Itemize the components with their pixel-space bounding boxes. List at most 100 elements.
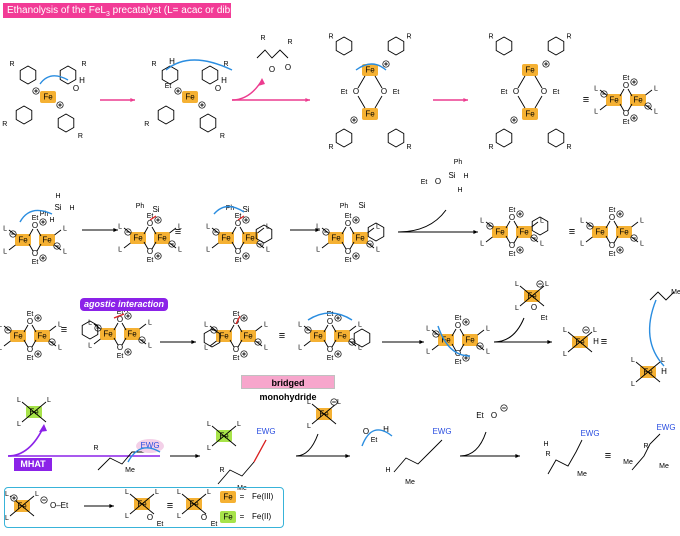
new-bond — [253, 439, 267, 463]
ligand-bond — [599, 89, 607, 96]
substituent-label: R — [488, 144, 493, 151]
ethyl-label: Et — [345, 257, 352, 264]
iron-label: Fe — [157, 234, 167, 243]
ligand-bond — [129, 503, 143, 515]
acac-ring — [387, 36, 405, 56]
ligand-bond — [49, 325, 57, 332]
ligand-bond — [599, 104, 607, 111]
bridging-oxygen: O — [32, 221, 38, 230]
bond — [613, 220, 619, 229]
ligand-label: L — [640, 217, 644, 224]
branch-arrow — [295, 433, 319, 457]
ligand-bond — [255, 340, 263, 347]
ethanol-hydrogen: H — [221, 76, 227, 85]
ligand-bond — [169, 227, 177, 234]
ethoxide-oxygen: O — [147, 513, 153, 522]
silicon-label: Si — [54, 203, 61, 212]
ligand-label: L — [47, 397, 51, 404]
ligand-label: L — [661, 357, 665, 364]
equivalence-sign: ≡ — [569, 226, 575, 238]
substituent-label: R — [93, 445, 98, 452]
ligand-bond — [323, 413, 337, 425]
ligand-label: L — [545, 281, 549, 288]
ligand-label: L — [264, 344, 268, 351]
hydride-label: H — [385, 467, 390, 474]
ligand-label: L — [358, 321, 362, 328]
diketone-chain — [256, 49, 289, 59]
ligand-label: L — [580, 240, 584, 247]
ligand-bond — [8, 229, 16, 236]
ethanol-oxygen: O — [215, 84, 221, 93]
ethoxide-oxygen: O — [491, 411, 497, 420]
ligand-label: L — [204, 321, 208, 328]
ethyl-label: Et — [27, 355, 34, 362]
legend-fe-iii-label: Fe(III) — [252, 492, 274, 501]
arrow-head — [473, 230, 478, 234]
ethyl-label: Et — [211, 521, 218, 528]
ligand-bond — [321, 227, 329, 234]
bond — [237, 339, 243, 348]
legend-fe-ii-swatch — [220, 511, 236, 523]
branch-arrow — [493, 317, 525, 343]
iron-center-right — [334, 330, 350, 342]
iron-label: Fe — [133, 234, 143, 243]
ewg-label: EWG — [432, 427, 451, 436]
silicon-label: Si — [152, 205, 159, 214]
proton-label: H — [169, 57, 175, 66]
ligand-bond — [567, 341, 581, 353]
ligand-bond — [303, 325, 311, 332]
iron-label: Fe — [495, 228, 505, 237]
legend-fe-ii-label: Fe(II) — [252, 512, 271, 521]
hydrogenated-product — [547, 439, 583, 475]
ewg-label: EWG — [140, 441, 159, 450]
arrow-head — [39, 424, 47, 432]
iron-label: Fe — [595, 228, 605, 237]
iron-center-right — [34, 330, 50, 342]
ethoxide-complex — [182, 91, 198, 103]
iron-label: Fe — [609, 96, 619, 105]
ligand-bond — [631, 221, 639, 228]
bond — [229, 339, 235, 348]
iron-label: Fe — [441, 336, 451, 345]
phenyl-label: Ph — [454, 159, 463, 166]
ligand-bond — [257, 227, 265, 234]
bond — [505, 220, 511, 229]
phenyl-label: Ph — [226, 205, 235, 212]
bridging-oxygen: O — [609, 241, 615, 250]
ligand-label: L — [264, 321, 268, 328]
arrow-head — [258, 78, 265, 86]
ethyl-label: Et — [345, 213, 352, 220]
ligand-label: L — [148, 319, 152, 326]
agostic-bond — [237, 215, 245, 221]
iron-label: Fe — [355, 234, 365, 243]
ligand-label: L — [631, 357, 635, 364]
ligand-label: L — [178, 246, 182, 253]
bridging-oxygen: O — [233, 317, 239, 326]
substituent-label: R — [81, 61, 86, 68]
ligand-bond — [141, 503, 155, 515]
ligand-label: L — [594, 108, 598, 115]
ligand-label: L — [480, 240, 484, 247]
skeletal-product — [631, 433, 661, 471]
ligand-bond — [585, 221, 593, 228]
ewg-label: EWG — [656, 423, 675, 432]
ligand-label: L — [125, 513, 129, 520]
ethoxide-label: O–Et — [50, 501, 69, 510]
ewg-label: EWG — [256, 427, 275, 436]
ligand-bond — [9, 505, 23, 517]
acac-ring — [157, 105, 175, 125]
ligand-label: L — [515, 281, 519, 288]
iron-label: Fe — [42, 236, 52, 245]
bond — [331, 324, 337, 333]
bond — [28, 243, 34, 252]
ligand-bond — [21, 495, 35, 507]
bridging-oxygen: O — [509, 241, 515, 250]
equivalence-sign: ≡ — [583, 94, 589, 106]
alkene-substrate — [97, 451, 146, 471]
ligand-label: L — [177, 513, 181, 520]
silyl-ether-oxygen: O — [435, 177, 441, 186]
bridging-oxygen: O — [455, 321, 461, 330]
ligand-label: L — [563, 351, 567, 358]
bridging-oxygen: O — [513, 87, 519, 96]
bond — [229, 324, 235, 333]
